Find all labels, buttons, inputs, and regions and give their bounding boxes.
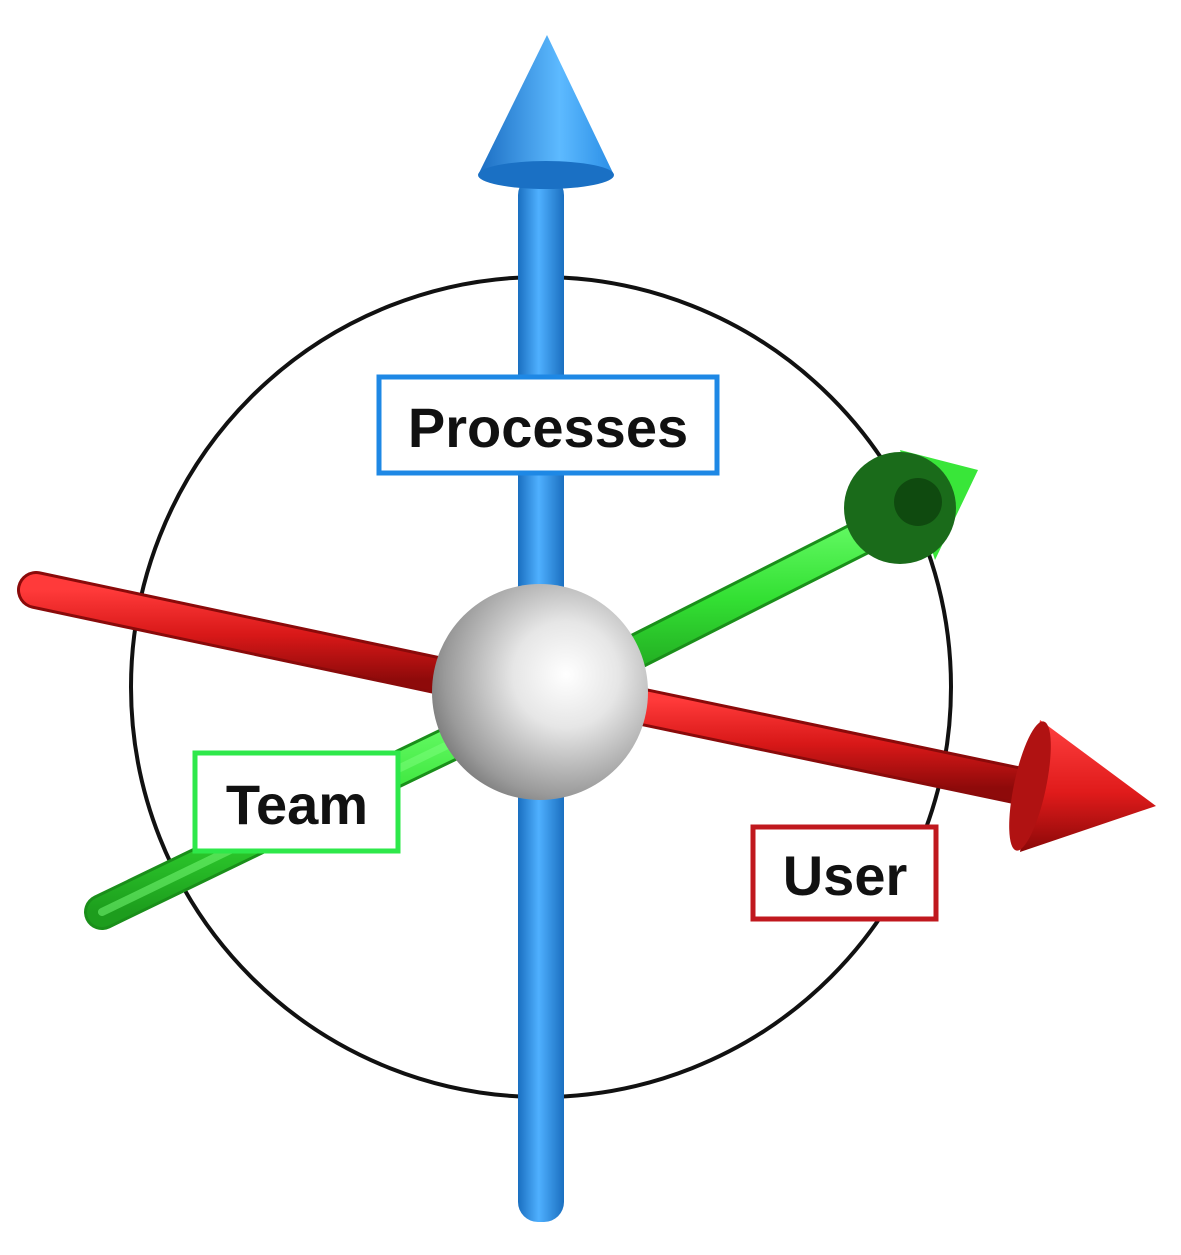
processes-label-text: Processes — [408, 396, 688, 459]
user-axis-front — [591, 681, 1156, 852]
user-label-text: User — [783, 844, 908, 907]
processes-arrow-head — [478, 35, 614, 175]
user-label: User — [750, 824, 939, 922]
center-sphere — [432, 584, 648, 800]
processes-label: Processes — [376, 374, 720, 476]
team-label: Team — [192, 750, 401, 854]
team-label-text: Team — [226, 773, 368, 836]
team-ring — [844, 452, 956, 564]
user-axis — [17, 571, 479, 699]
user-arrow-head — [1020, 720, 1156, 852]
